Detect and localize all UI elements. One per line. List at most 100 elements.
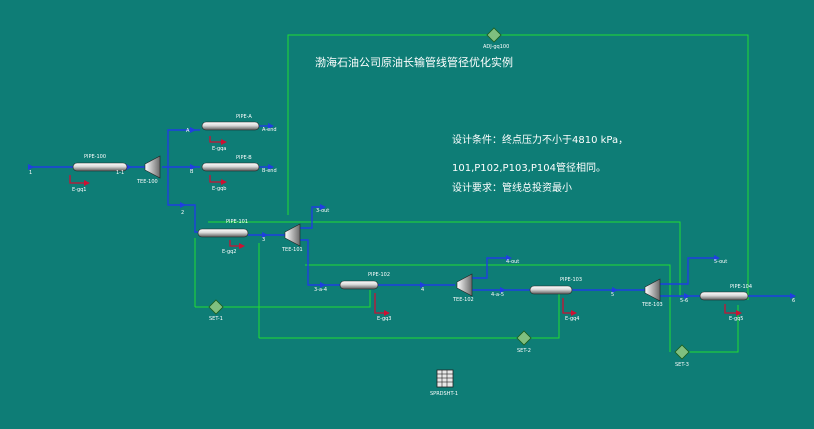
arrow-bend	[268, 164, 274, 170]
label-s1: 1	[29, 170, 32, 176]
label-sa: A	[186, 128, 190, 134]
adj-gq100[interactable]	[486, 27, 502, 43]
label-tee101: TEE-101	[281, 247, 303, 253]
pipe-101[interactable]	[197, 228, 249, 238]
design-condition-line2: 101,P102,P103,P104管径相同。	[452, 163, 606, 174]
stream-4-out	[472, 257, 507, 279]
arrow-eq1	[84, 180, 90, 186]
tee-102[interactable]	[456, 273, 473, 297]
label-pipe101: PIPE-101	[226, 219, 248, 225]
top-logic-line	[208, 221, 681, 296]
label-s56: 5-6	[680, 298, 688, 304]
label-eq3: E-gq3	[377, 316, 392, 322]
pipe-a[interactable]	[201, 121, 260, 131]
arrow-eqa	[221, 139, 227, 145]
label-eq5: E-gq5	[729, 316, 744, 322]
arrow-eq4	[571, 310, 577, 316]
pipe-100[interactable]	[72, 162, 128, 172]
label-tee100: TEE-100	[136, 179, 158, 185]
arrow-s4	[420, 282, 426, 288]
energy-eq1b	[229, 240, 240, 247]
arrow-eq5	[736, 310, 742, 316]
label-s4: 4	[421, 287, 424, 293]
label-s4out: 4-out	[506, 259, 519, 265]
design-requirement-line: 设计要求：管线总投资最小	[452, 183, 572, 194]
label-pipeb: PIPE-B	[236, 155, 252, 161]
tee-100[interactable]	[144, 155, 161, 179]
material-streams	[32, 125, 795, 297]
pipe-102[interactable]	[339, 280, 379, 290]
arrow-b	[190, 164, 196, 170]
label-s11: 1-1	[116, 170, 124, 176]
label-s5out: 5-out	[714, 259, 727, 265]
energy-eqa	[209, 136, 222, 143]
set2-right-line	[530, 290, 560, 339]
label-s3out: 3-out	[316, 208, 329, 214]
label-spreadsheet: SPRDSHT-1	[430, 391, 458, 397]
arrow-s11	[126, 164, 132, 170]
stream-a	[162, 129, 200, 168]
arrow-eqb	[221, 179, 227, 185]
energy-eqb	[209, 175, 222, 183]
label-eqb: E-gqb	[212, 186, 227, 192]
label-adj: ADJ-gq100	[483, 44, 509, 50]
label-saend: A-end	[262, 127, 277, 133]
energy-eq3	[374, 293, 385, 314]
arrow-5out	[714, 255, 720, 261]
label-eq1: E-gq1	[72, 187, 87, 193]
label-set1: SET-1	[209, 316, 223, 322]
tee-101[interactable]	[284, 223, 301, 247]
label-s4a5: 4-a-5	[491, 292, 504, 298]
arrow-4out	[506, 255, 512, 261]
stream-3-a-4	[300, 239, 340, 286]
stream-arrows	[28, 123, 796, 299]
arrow-4a5	[500, 287, 506, 293]
pipe-103[interactable]	[529, 285, 573, 295]
flowsheet-title: 渤海石油公司原油长输管线管径优化实例	[315, 56, 513, 69]
pipe-b[interactable]	[201, 162, 260, 172]
spreadsheet-icon[interactable]	[436, 369, 454, 388]
label-set2: SET-2	[517, 348, 531, 354]
arrow-s1	[28, 164, 34, 170]
set-3[interactable]	[674, 344, 690, 360]
arrow-s3	[262, 232, 268, 238]
energy-eq4	[562, 298, 572, 314]
label-s6: 6	[792, 298, 795, 304]
arrow-eq1b	[239, 243, 245, 249]
energy-arrows	[84, 139, 742, 316]
set-2[interactable]	[516, 330, 532, 346]
arrow-3out	[320, 204, 326, 210]
label-s3a4: 3-a-4	[314, 287, 327, 293]
set3-right-line	[688, 305, 739, 353]
set1-right-line	[222, 290, 371, 308]
energy-streams	[69, 136, 737, 314]
tee-103[interactable]	[644, 278, 661, 302]
energy-eq1	[69, 175, 85, 184]
arrow-a	[190, 127, 196, 133]
label-pipe100: PIPE-100	[84, 154, 106, 160]
arrow-s5	[612, 287, 618, 293]
label-pipe104: PIPE-104	[730, 284, 752, 290]
energy-eq5	[724, 304, 737, 314]
label-s3: 3	[262, 237, 265, 243]
stream-2	[167, 167, 200, 233]
label-eqa: E-gqa	[212, 146, 226, 152]
label-pipe103: PIPE-103	[560, 277, 582, 283]
logic-connections	[194, 34, 749, 353]
label-pipea: PIPE-A	[236, 114, 252, 120]
label-set3: SET-3	[675, 362, 689, 368]
arrow-eq3	[384, 310, 390, 316]
arrow-s2	[180, 202, 186, 208]
arrow-s6	[790, 293, 796, 299]
arrow-3a4	[320, 282, 326, 288]
pipe-104[interactable]	[699, 291, 749, 301]
label-sb: B	[190, 169, 194, 175]
label-eq2: E-gq2	[222, 249, 237, 255]
label-pipe102: PIPE-102	[368, 272, 390, 278]
label-s2: 2	[181, 210, 184, 216]
arrow-aend	[268, 123, 274, 129]
stream-3-out	[300, 206, 322, 229]
set-1[interactable]	[208, 299, 224, 315]
stream-5-out	[660, 257, 715, 285]
